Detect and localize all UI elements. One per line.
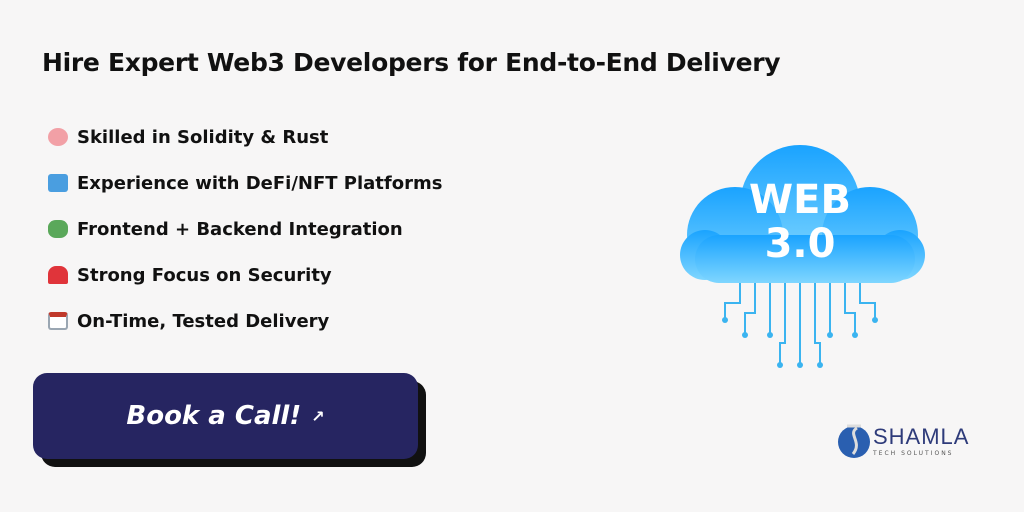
page-title: Hire Expert Web3 Developers for End-to-E…: [42, 48, 781, 77]
cloud-text-web: WEB: [749, 177, 851, 223]
logo-tagline: TECH SOLUTIONS: [873, 449, 954, 457]
feature-item: On-Time, Tested Delivery: [48, 298, 442, 344]
book-call-button[interactable]: Book a Call! ↗: [33, 373, 418, 459]
cloud-text-version: 3.0: [765, 221, 836, 267]
siren-icon: [48, 266, 68, 284]
feature-label: Frontend + Backend Integration: [77, 218, 403, 240]
web3-cloud-illustration: WEB 3.0: [675, 135, 935, 379]
puzzle-icon: [48, 220, 68, 238]
feature-item: Frontend + Backend Integration: [48, 206, 442, 252]
calendar-icon: [48, 312, 68, 330]
logo-globe-icon: [838, 424, 870, 458]
feature-label: Skilled in Solidity & Rust: [77, 126, 329, 148]
feature-item: Skilled in Solidity & Rust: [48, 114, 442, 160]
feature-item: Strong Focus on Security: [48, 252, 442, 298]
button-label: Book a Call!: [126, 401, 302, 431]
logo-name: SHAMLA: [873, 423, 970, 449]
brain-icon: [48, 128, 68, 146]
feature-label: Experience with DeFi/NFT Platforms: [77, 172, 443, 194]
feature-label: On-Time, Tested Delivery: [77, 310, 330, 332]
feature-item: Experience with DeFi/NFT Platforms: [48, 160, 442, 206]
feature-list: Skilled in Solidity & Rust Experience wi…: [48, 114, 442, 344]
arrow-icon: ↗: [311, 406, 325, 426]
folder-icon: [48, 174, 68, 192]
feature-label: Strong Focus on Security: [77, 264, 332, 286]
